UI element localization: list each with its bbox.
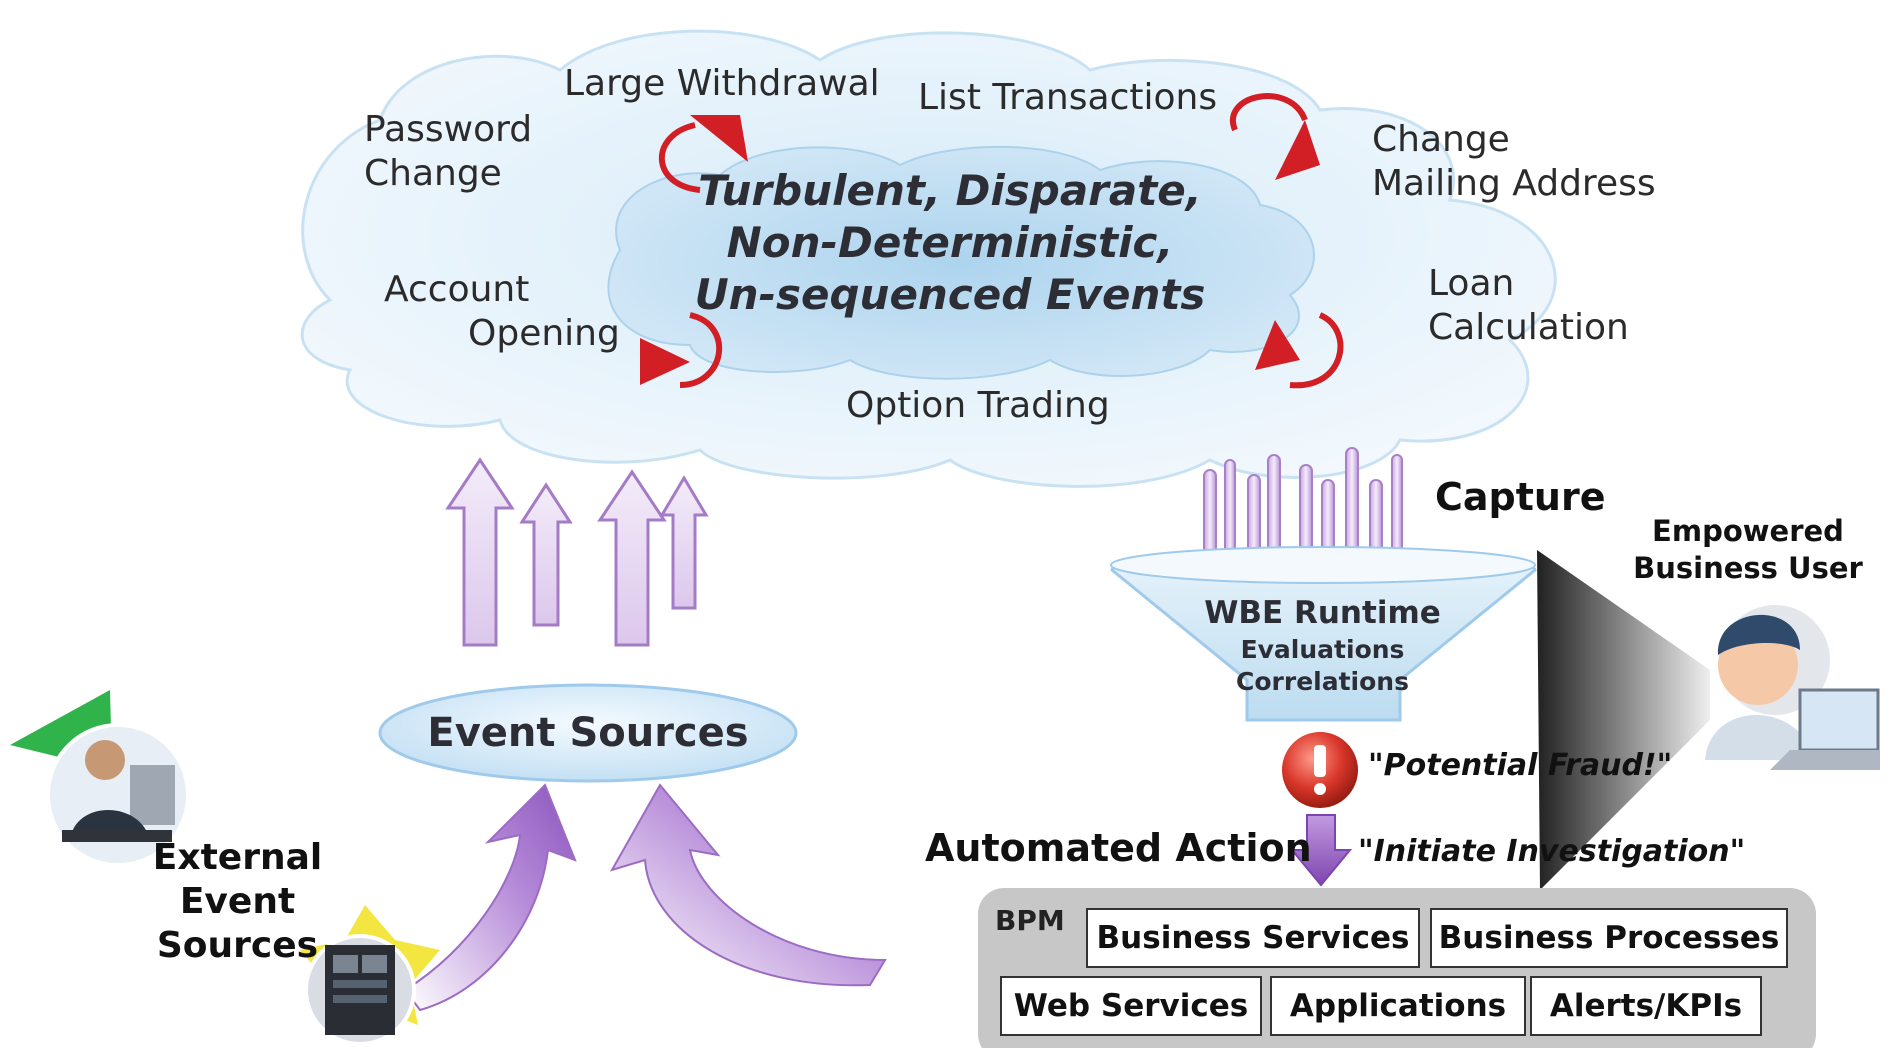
event-line: Opening (468, 313, 620, 354)
label-line: Sources (156, 925, 319, 966)
cloud-title-line: Non-Deterministic, (726, 218, 1174, 267)
potential-fraud-quote: "Potential Fraud!" (1368, 748, 1673, 783)
cycle-arrow-icon (640, 312, 723, 388)
event-password-change: Password Change (364, 108, 532, 196)
cycle-arrow-icon (658, 115, 748, 193)
up-arrow-icon (597, 469, 667, 647)
business-user-icon (1705, 605, 1880, 770)
event-line: Loan (1428, 263, 1515, 304)
cycle-arrow-icon (1255, 312, 1344, 389)
event-change-mailing-address: Change Mailing Address (1372, 118, 1656, 206)
label-line: Business User (1633, 551, 1863, 585)
cycle-arrow-icon (1229, 93, 1320, 180)
wbe-runtime-lines: Evaluations Correlations (1180, 634, 1465, 698)
bpm-business-processes: Business Processes (1430, 908, 1788, 968)
cloud-title-line: Un-sequenced Events (694, 270, 1206, 319)
cloud-title: Turbulent, Disparate, Non-Deterministic,… (690, 165, 1210, 321)
cloud-title-line: Turbulent, Disparate, (698, 166, 1202, 215)
event-cloud (300, 29, 1557, 488)
event-sources-ellipse (378, 683, 798, 783)
event-list-transactions: List Transactions (918, 77, 1218, 118)
bpm-alerts-kpis: Alerts/KPIs (1530, 976, 1762, 1036)
event-loan-calculation: Loan Calculation (1428, 262, 1629, 350)
up-arrow-icon (519, 482, 573, 627)
bpm-business-services: Business Services (1086, 908, 1420, 968)
alert-icon (1282, 732, 1358, 808)
label-line: Empowered (1652, 514, 1844, 548)
label-line: Event (179, 881, 296, 922)
event-line: Calculation (1428, 307, 1629, 348)
automated-action-label: Automated Action (925, 826, 1312, 870)
event-line: Mailing Address (1372, 163, 1656, 204)
event-line: Account (384, 269, 530, 310)
label-line: Evaluations (1240, 635, 1405, 664)
event-option-trading: Option Trading (846, 385, 1110, 426)
projection-beam (1537, 550, 1710, 890)
capture-label: Capture (1435, 475, 1606, 519)
curved-arrow-icon (609, 783, 887, 987)
bpm-web-services: Web Services (1000, 976, 1262, 1036)
wbe-runtime-title: WBE Runtime (1204, 595, 1441, 631)
event-account-opening: Account Opening (384, 268, 620, 356)
down-arrow-icon (1289, 814, 1353, 887)
label-line: Correlations (1236, 667, 1409, 696)
curved-arrow-icon (403, 783, 577, 1012)
external-event-sources-label: External Event Sources (150, 836, 325, 968)
up-arrow-icon (445, 457, 515, 647)
event-large-withdrawal: Large Withdrawal (564, 63, 880, 104)
event-line: Password (364, 109, 533, 150)
label-line: External (152, 837, 323, 878)
businessman-on-phone-icon (46, 723, 190, 867)
initiate-investigation-quote: "Initiate Investigation" (1358, 834, 1746, 869)
event-line: Change (1372, 119, 1510, 160)
bpm-applications: Applications (1270, 976, 1526, 1036)
wbe-runtime-funnel (1110, 546, 1537, 722)
business-user-label: Empowered Business User (1620, 513, 1876, 587)
up-arrow-icon (659, 475, 709, 610)
event-line: Change (364, 153, 502, 194)
event-sources-label: Event Sources (427, 710, 749, 756)
bpm-label: BPM (995, 904, 1065, 937)
server-rack-icon (304, 934, 416, 1046)
